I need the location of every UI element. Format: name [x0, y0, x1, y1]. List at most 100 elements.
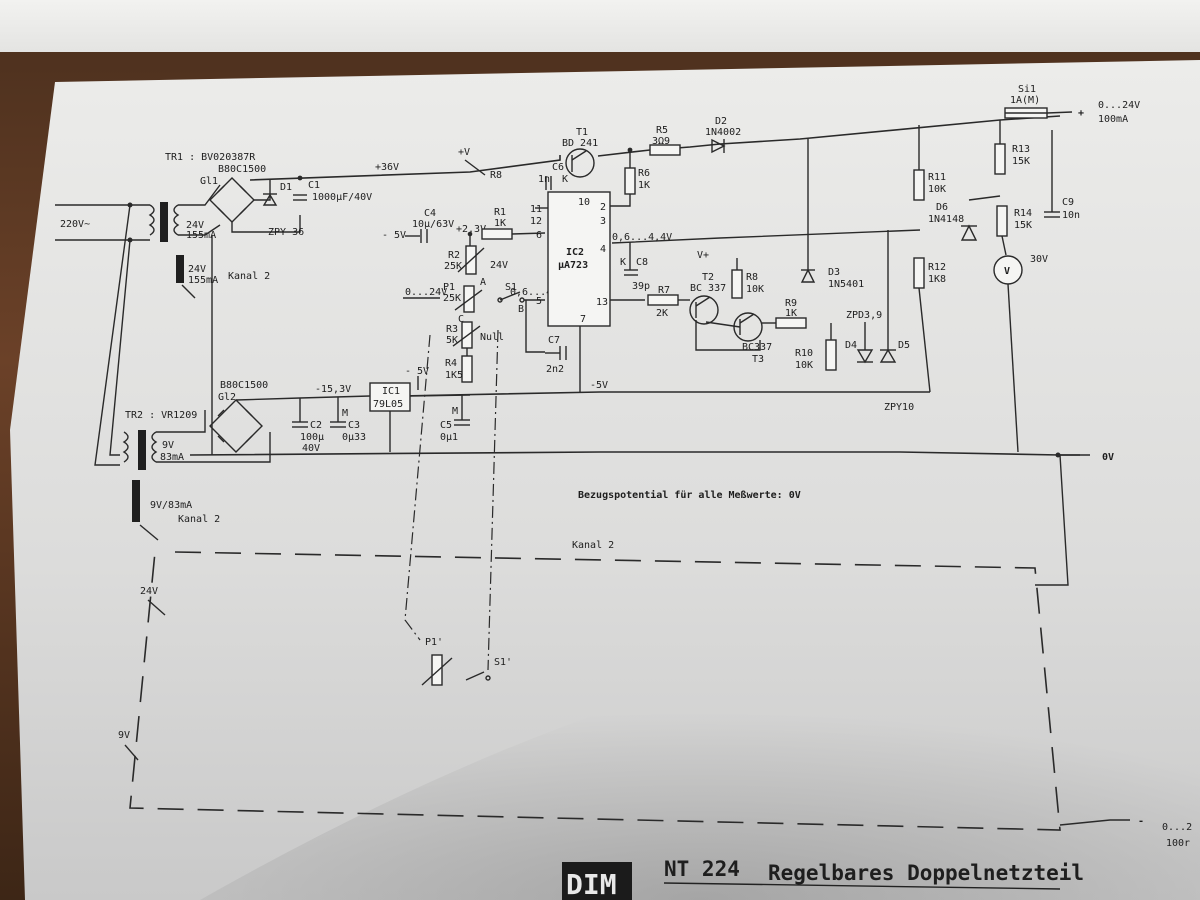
net-plus-v: +V	[458, 147, 470, 158]
d2-label: D2	[715, 116, 727, 127]
p1-value: 25K	[443, 293, 461, 304]
d3-value: 1N5401	[828, 279, 864, 290]
net-r24: 24V	[490, 260, 508, 271]
gl2-bridge	[209, 399, 263, 453]
t2-ce	[695, 296, 711, 307]
d6-diode	[960, 224, 978, 241]
c1-value: 1000µF/40V	[312, 192, 372, 203]
c9-value: 10n	[1062, 210, 1080, 221]
tr1-k2-label: Kanal 2	[228, 271, 270, 282]
t1-label: T1	[576, 127, 588, 138]
d2-diode	[711, 138, 726, 154]
p1-prime-arrow	[421, 657, 453, 686]
terminal-out: 0...24V	[1098, 100, 1140, 111]
r8-label: R8	[746, 272, 758, 283]
c6-label: C6	[552, 162, 564, 173]
net-m153: -15,3V	[315, 384, 351, 395]
c8-value: 39p	[632, 281, 650, 292]
net-m5c: -5V	[590, 380, 608, 391]
t1-value: BD 241	[562, 138, 598, 149]
d5-label: D5	[898, 340, 910, 351]
pv-arrow	[464, 159, 486, 176]
c4-value: 10µ/63V	[412, 219, 454, 230]
terminal-plus: +	[1078, 108, 1084, 119]
c2-label: C2	[310, 420, 322, 431]
terminal-minus: -	[1138, 816, 1144, 827]
net-36v: +36V	[375, 162, 399, 173]
c6-value: 1n	[538, 174, 550, 185]
r7-body	[647, 294, 679, 306]
gl2-diodes	[217, 409, 253, 443]
voltmeter-lead	[1007, 283, 1019, 453]
tr2-primary	[122, 431, 129, 463]
mains-label: 220V~	[60, 219, 90, 230]
gl1-type: B80C1500	[218, 164, 266, 175]
net-m5v: - 5V	[382, 230, 406, 241]
r9-label: R9	[785, 298, 797, 309]
r6-body	[624, 167, 636, 195]
ic1-out	[409, 394, 471, 397]
r9-value: 1K	[785, 308, 797, 319]
title-code: NT 224	[664, 857, 740, 881]
r1-label: R1	[494, 207, 506, 218]
p1-prime-label: P1'	[425, 637, 443, 648]
tr2-prim-feed-1	[94, 204, 131, 466]
t2-loop	[695, 320, 761, 351]
r14-lead	[1001, 235, 1007, 256]
pin-11: 11	[530, 204, 542, 215]
title-underline	[663, 882, 1061, 890]
r7-label: R7	[658, 285, 670, 296]
pin-5: 5	[536, 296, 542, 307]
net-s1-range: 0,6...4,4V	[510, 287, 570, 298]
kanal2-24v-arrow	[147, 599, 166, 616]
t2-label: T2	[702, 272, 714, 283]
tr2-sec-v: 9V	[162, 440, 174, 451]
c8-label: C8	[636, 257, 648, 268]
gl1-bottom-to-0v	[231, 215, 301, 233]
s1-label: S1	[505, 282, 517, 293]
d6-leads	[968, 195, 1001, 201]
tr1-secondary	[173, 204, 180, 236]
gl1-name: Gl1	[200, 176, 218, 187]
tr1-core	[160, 202, 168, 242]
pin-c: C	[458, 314, 464, 325]
d2-value: 1N4002	[705, 127, 741, 138]
mech-link-s1	[487, 329, 499, 671]
d6-label: D6	[936, 202, 948, 213]
s1-prime-label: S1'	[494, 657, 512, 668]
net-ref-range: 0,6...4,4V	[612, 232, 672, 243]
pin-6: 6	[536, 230, 542, 241]
c3-label: C3	[348, 420, 360, 431]
ic2-label: IC2	[566, 247, 584, 258]
p1-prime-body	[431, 654, 443, 686]
tr2-name: TR2 : VR1209	[125, 410, 197, 421]
tr1-primary	[148, 204, 155, 236]
pin-13: 13	[596, 297, 608, 308]
tr1-k2-arrow	[181, 284, 196, 299]
s1-lever	[499, 291, 521, 301]
r2-value: 25K	[444, 261, 462, 272]
d3-label: D3	[828, 267, 840, 278]
d3-diode	[800, 268, 816, 283]
net-m5b: - 5V	[405, 366, 429, 377]
r6-value: 1K	[638, 180, 650, 191]
pin-b: B	[518, 304, 524, 315]
r8-body	[731, 269, 743, 299]
r4-value: 1K5	[445, 370, 463, 381]
rail-ref	[611, 229, 921, 244]
top-paper-sheet	[0, 0, 1200, 52]
pin-3: 3	[600, 216, 606, 227]
r2-arrow	[457, 247, 485, 273]
gl2-type: B80C1500	[220, 380, 268, 391]
r13-label: R13	[1012, 144, 1030, 155]
r7-value: 2K	[656, 308, 668, 319]
r13-value: 15K	[1012, 156, 1030, 167]
d1-zener	[262, 193, 278, 206]
tr2-sec-wire	[156, 410, 206, 433]
r3-label: R3	[446, 324, 458, 335]
net-p024: 0...24V	[405, 287, 447, 298]
terminal-out2: 0...2	[1162, 822, 1192, 833]
ic2-pin2-3	[610, 190, 631, 207]
